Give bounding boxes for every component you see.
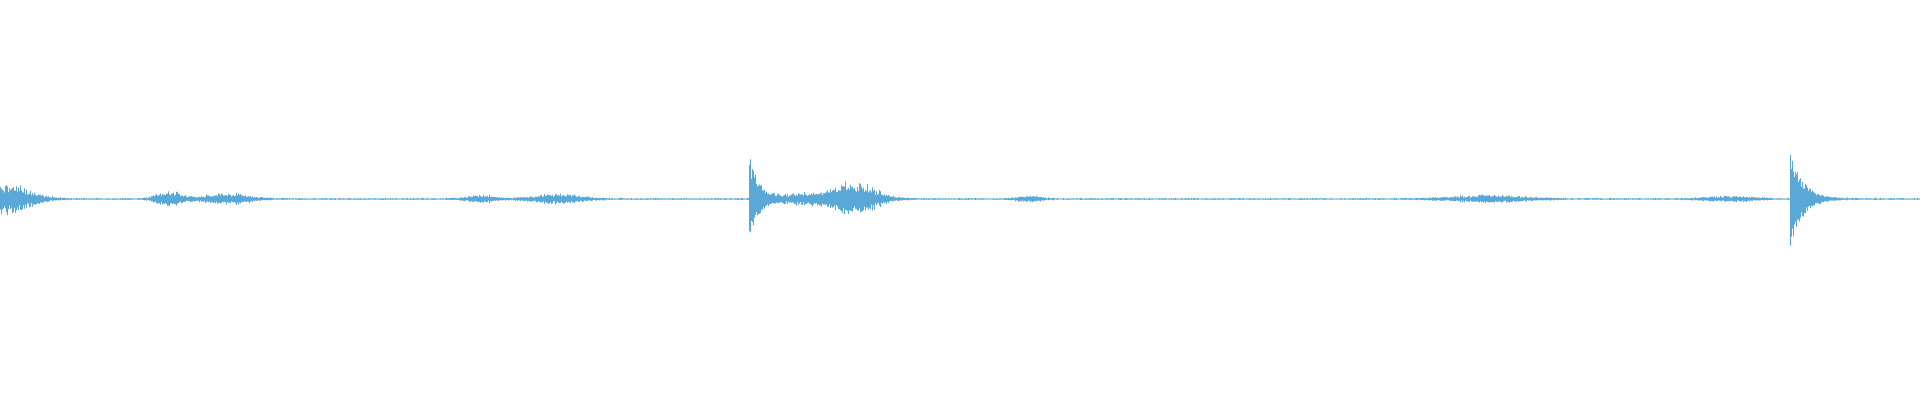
waveform-path (0, 155, 1920, 246)
waveform-trace (0, 155, 1920, 246)
